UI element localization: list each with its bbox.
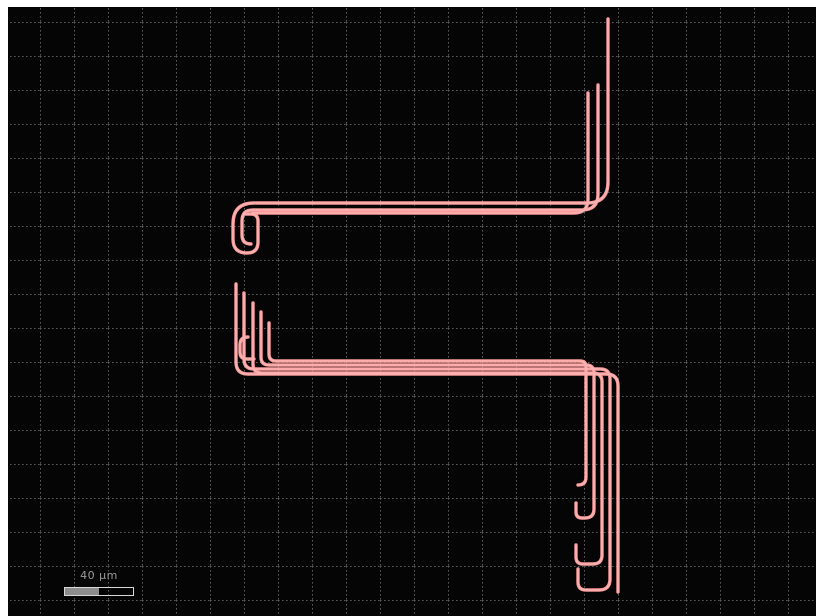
waveguide-path-core: [268, 322, 587, 486]
waveguide-path: [240, 83, 600, 246]
waveguide-outline-group: [231, 17, 620, 594]
waveguide-path-core: [239, 336, 255, 360]
waveguide-path-core: [260, 311, 595, 519]
waveguide-geometry[interactable]: [8, 7, 816, 616]
scale-bar: 40 µm: [55, 569, 175, 605]
waveguide-path-core: [235, 283, 619, 593]
waveguide-path: [242, 291, 612, 592]
waveguide-path-core: [251, 92, 589, 214]
waveguide-path: [234, 282, 620, 594]
waveguide-path-core: [252, 302, 603, 565]
waveguide-core-group: [232, 18, 619, 593]
waveguide-path: [251, 301, 604, 566]
waveguide-path-core: [241, 84, 599, 245]
waveguide-path: [259, 310, 596, 520]
waveguide-path: [250, 91, 590, 215]
scale-bar-label: 40 µm: [80, 569, 118, 582]
scale-bar-track: [64, 587, 134, 596]
waveguide-path: [267, 321, 588, 487]
scale-bar-fill: [65, 588, 99, 595]
waveguide-path-core: [243, 292, 611, 591]
design-canvas[interactable]: 40 µm: [8, 7, 816, 616]
waveguide-path-core: [232, 18, 609, 254]
waveguide-path: [231, 17, 610, 255]
